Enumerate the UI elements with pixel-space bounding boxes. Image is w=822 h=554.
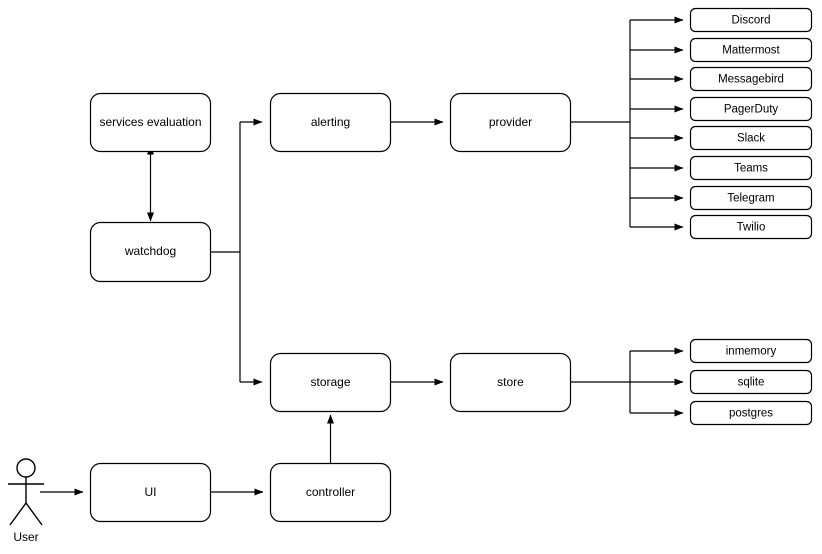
store-leaf-inmemory-label: inmemory — [726, 346, 777, 358]
provider-leaf-discord[interactable]: Discord — [689, 7, 813, 33]
provider-leaf-mattermost-label: Mattermost — [722, 45, 780, 57]
node-provider-shape[interactable] — [449, 92, 572, 153]
node-controller-label: controller — [306, 485, 355, 499]
provider-leaf-messagebird[interactable]: Messagebird — [689, 66, 813, 92]
store-leaf-sqlite[interactable]: sqlite — [689, 369, 813, 395]
node-watchdog[interactable]: watchdog — [89, 221, 212, 283]
provider-leaf-slack[interactable]: Slack — [689, 125, 813, 151]
node-store-shape[interactable] — [449, 352, 572, 413]
store-leaf-sqlite-label: sqlite — [738, 377, 765, 389]
actor-label: User — [13, 530, 38, 544]
provider-leaf-telegram-label: Telegram — [727, 193, 774, 205]
store-leaf-list: inmemory sqlite postgres — [689, 338, 813, 426]
provider-leaf-telegram-shape[interactable] — [689, 185, 813, 211]
store-leaf-inmemory-shape[interactable] — [689, 338, 813, 364]
actor-head-icon — [16, 458, 36, 478]
store-leaf-sqlite-shape[interactable] — [689, 369, 813, 395]
provider-leaf-slack-shape[interactable] — [689, 125, 813, 151]
provider-leaf-discord-label: Discord — [732, 15, 771, 27]
node-store-label: store — [497, 375, 524, 389]
provider-leaf-messagebird-label: Messagebird — [718, 74, 784, 86]
provider-leaf-telegram[interactable]: Telegram — [689, 185, 813, 211]
node-alerting-shape[interactable] — [269, 92, 392, 153]
node-storage[interactable]: storage — [269, 352, 392, 413]
provider-leaf-messagebird-shape[interactable] — [689, 66, 813, 92]
provider-leaf-twilio-label: Twilio — [737, 222, 766, 234]
provider-leaf-mattermost-shape[interactable] — [689, 37, 813, 63]
node-provider[interactable]: provider — [449, 92, 572, 153]
node-watchdog-label: watchdog — [124, 244, 176, 258]
provider-leaf-list: Discord Mattermost Messagebird PagerDuty… — [689, 7, 813, 240]
provider-leaf-pagerduty-label: PagerDuty — [724, 104, 779, 116]
actor-user: User — [8, 458, 44, 544]
provider-leaf-teams-shape[interactable] — [689, 155, 813, 181]
node-watchdog-shape[interactable] — [89, 221, 212, 283]
node-alerting[interactable]: alerting — [269, 92, 392, 153]
provider-leaf-teams-label: Teams — [734, 163, 768, 175]
provider-fanout-branches — [630, 16, 684, 231]
provider-leaf-twilio-shape[interactable] — [689, 214, 813, 240]
store-leaf-postgres[interactable]: postgres — [689, 400, 813, 426]
node-ui-shape[interactable] — [89, 462, 212, 523]
provider-leaf-teams[interactable]: Teams — [689, 155, 813, 181]
node-controller[interactable]: controller — [269, 462, 392, 523]
node-services-evaluation-label: services evaluation — [99, 115, 201, 129]
store-leaf-postgres-label: postgres — [729, 408, 773, 420]
provider-leaf-slack-label: Slack — [737, 133, 765, 145]
node-storage-label: storage — [310, 375, 350, 389]
store-leaf-postgres-shape[interactable] — [689, 400, 813, 426]
provider-leaf-twilio[interactable]: Twilio — [689, 214, 813, 240]
node-provider-label: provider — [489, 115, 532, 129]
node-storage-shape[interactable] — [269, 352, 392, 413]
actor-leg-right — [25, 502, 43, 526]
store-fanout-branches — [630, 347, 684, 417]
store-leaf-inmemory[interactable]: inmemory — [689, 338, 813, 364]
node-ui-label: UI — [145, 485, 157, 499]
node-services-evaluation[interactable]: services evaluation — [89, 92, 212, 153]
provider-leaf-discord-shape[interactable] — [689, 7, 813, 33]
node-alerting-label: alerting — [311, 115, 350, 129]
provider-leaf-pagerduty-shape[interactable] — [689, 96, 813, 122]
node-controller-shape[interactable] — [269, 462, 392, 523]
node-ui[interactable]: UI — [89, 462, 212, 523]
actor-leg-left — [9, 502, 27, 526]
provider-leaf-pagerduty[interactable]: PagerDuty — [689, 96, 813, 122]
node-services-evaluation-shape[interactable] — [89, 92, 212, 153]
node-store[interactable]: store — [449, 352, 572, 413]
provider-leaf-mattermost[interactable]: Mattermost — [689, 37, 813, 63]
